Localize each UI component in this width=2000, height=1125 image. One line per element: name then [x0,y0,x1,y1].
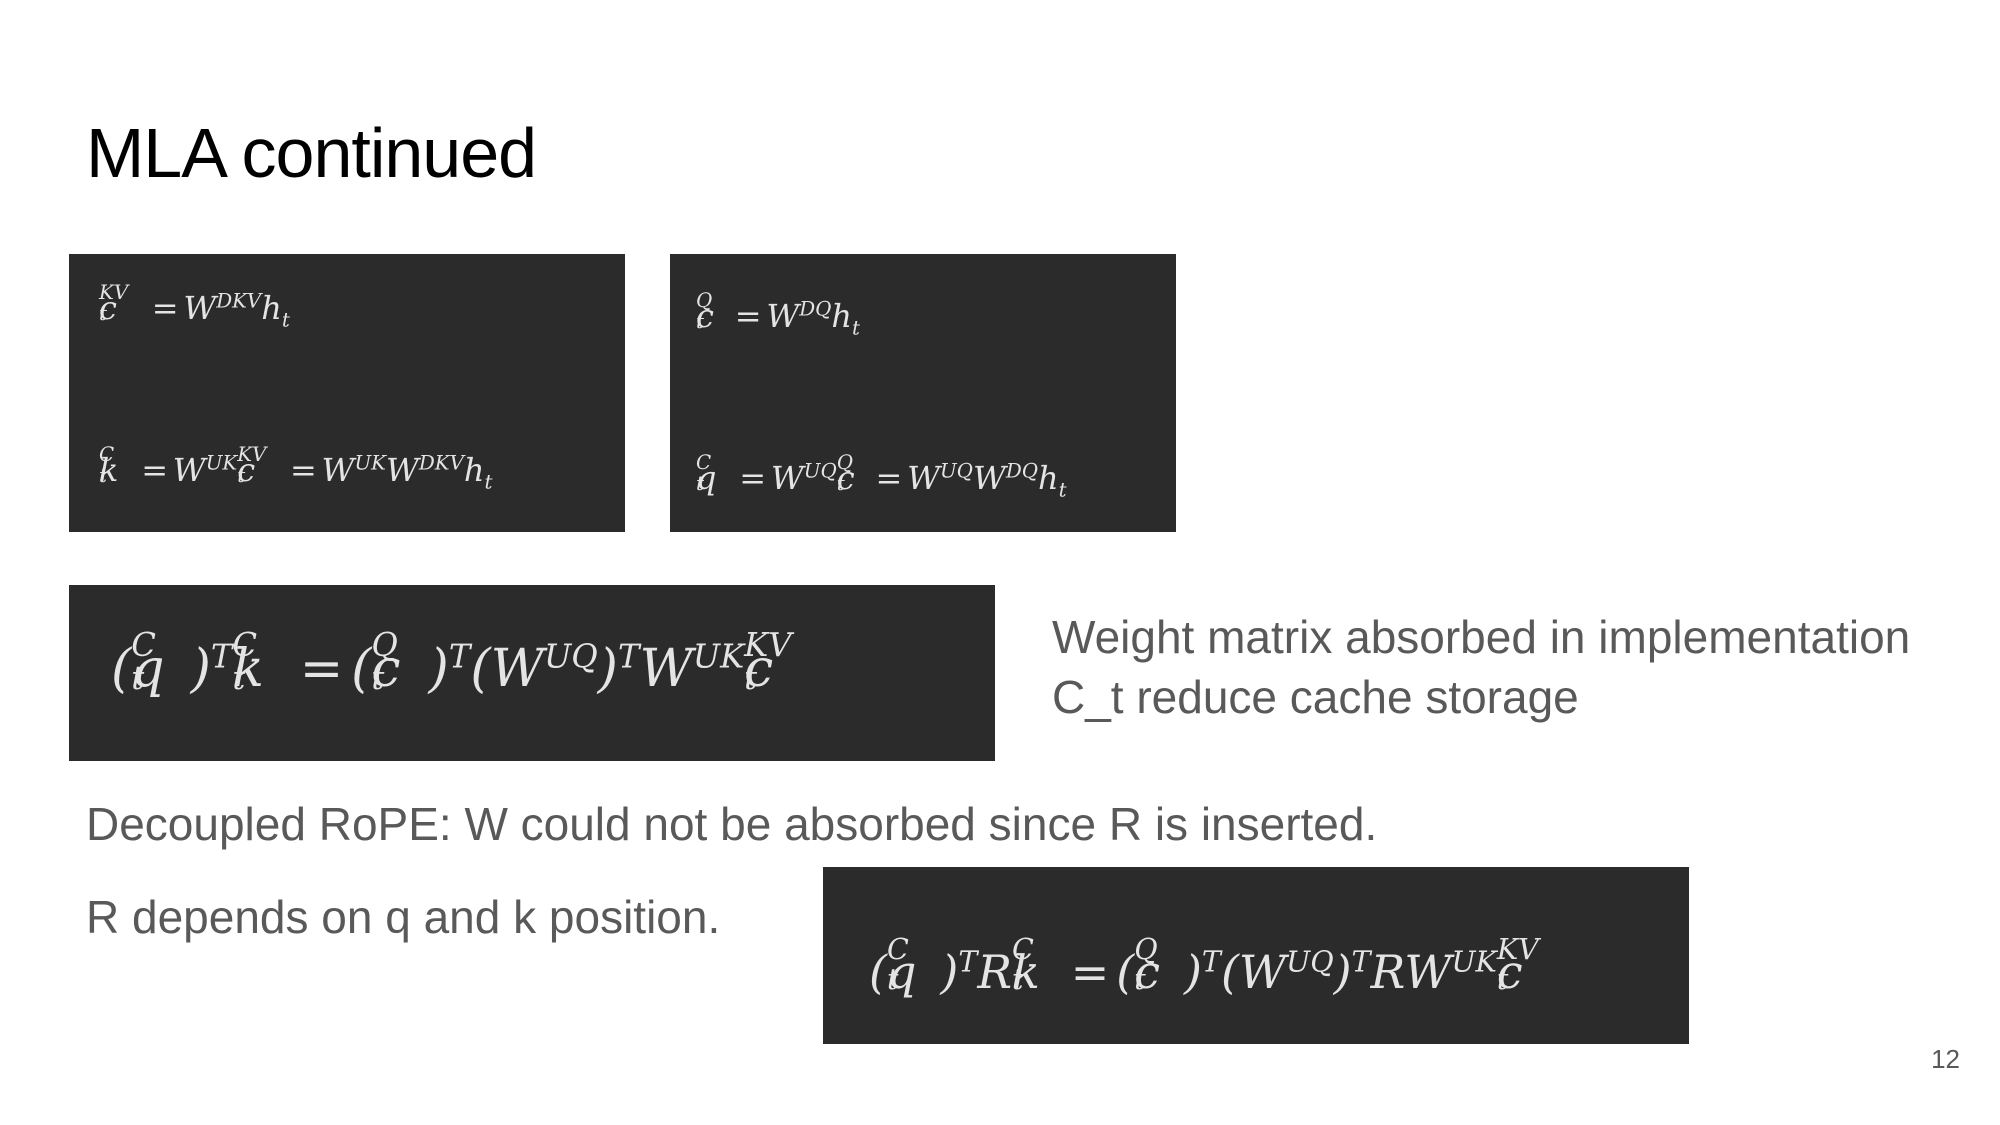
rope-note-line-1: Decoupled RoPE: W could not be absorbed … [86,798,1378,850]
slide-title: MLA continued [86,114,537,192]
absorbed-note-line-1: Weight matrix absorbed in implementation [1052,611,1911,663]
absorbed-note-line-2: C_t reduce cache storage [1052,670,1579,723]
absorbed-note: Weight matrix absorbed in implementation… [1052,608,1910,728]
page-number: 12 [1931,1044,1960,1074]
rope-note-line-2: R depends on q and k position. [86,891,721,943]
